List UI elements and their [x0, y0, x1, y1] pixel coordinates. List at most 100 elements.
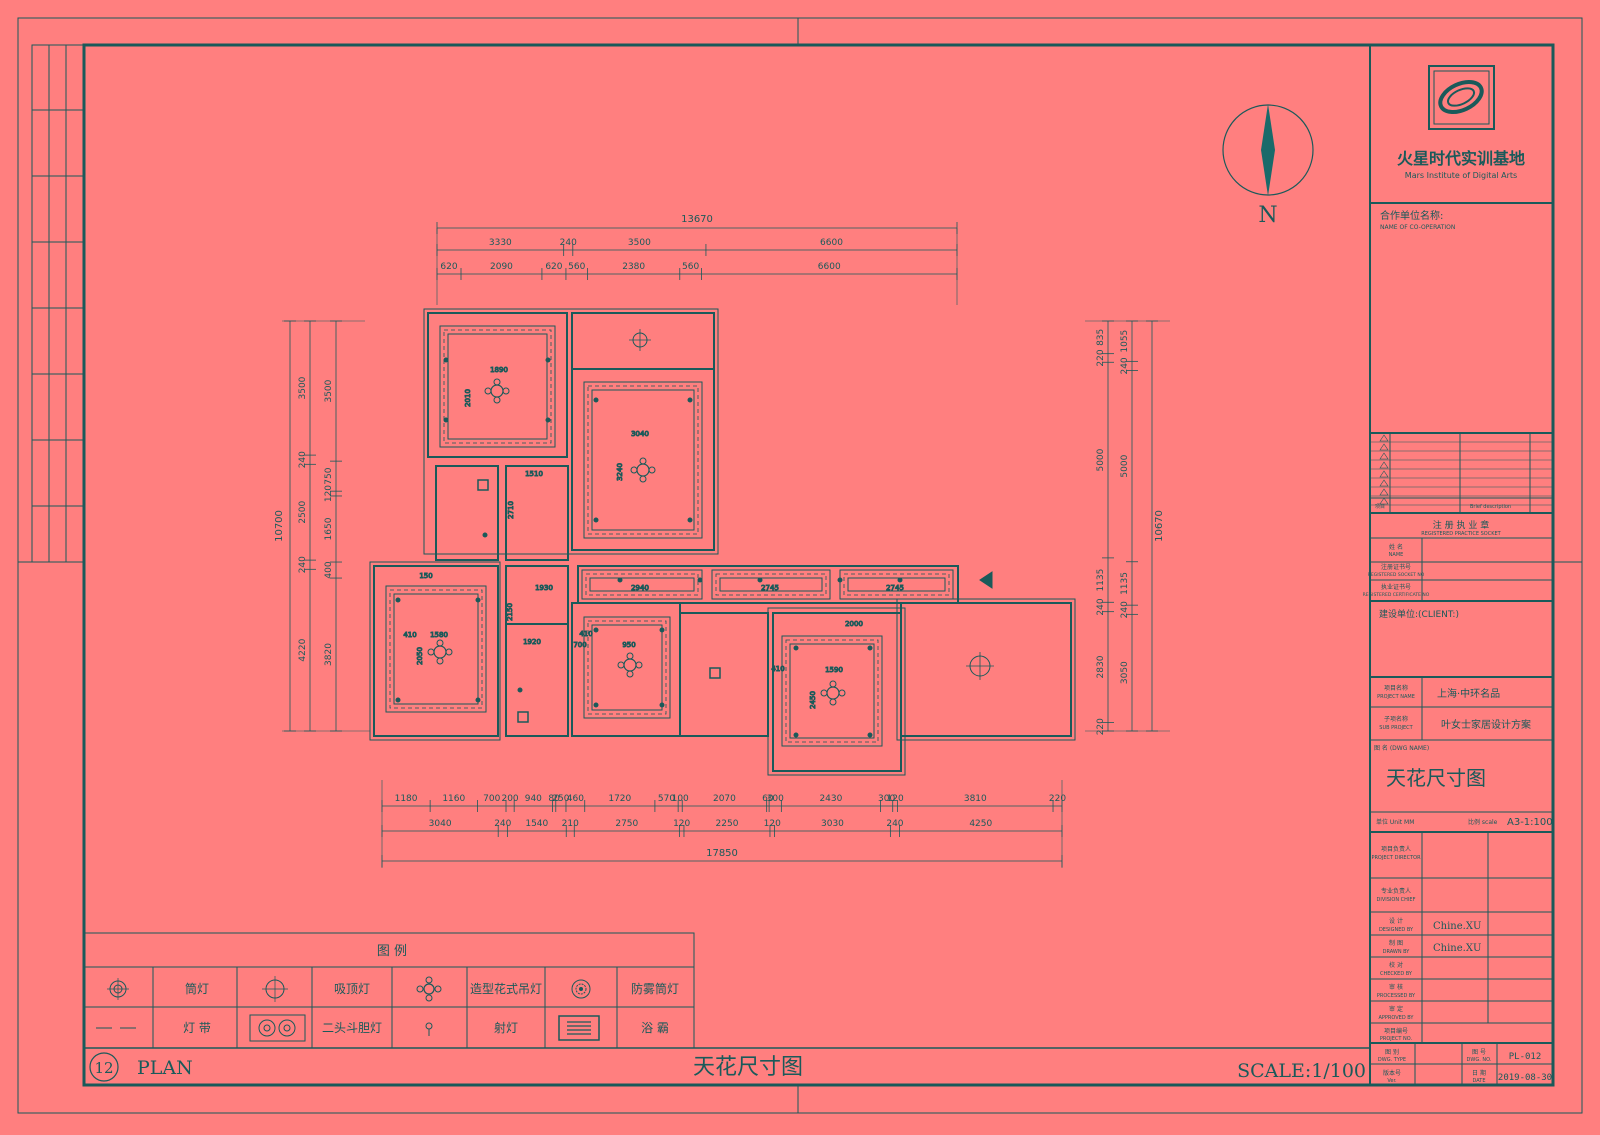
stamp-title-en: REGISTERED PRACTICE SOCKET: [1421, 531, 1501, 537]
rev-col-2: Brief description: [1470, 504, 1511, 510]
dimension-label: 300: [878, 794, 895, 804]
revision-triangle: [1379, 488, 1389, 496]
ceiling-coffer-inner: [591, 624, 663, 711]
spotlight-icon: [793, 645, 799, 651]
room-dimension: 2745: [761, 584, 779, 592]
spotlight-icon: [517, 687, 523, 693]
room-outline: [505, 465, 569, 561]
room-dimension: 2450: [809, 691, 817, 709]
room-dimension: 410: [403, 631, 416, 639]
dimension-label: 2430: [819, 794, 842, 804]
drawing-name-label: 图 名 (DWG NAME): [1374, 744, 1429, 752]
overall-dimension: 17850: [706, 848, 738, 859]
rev-col-1: 项目: [1375, 504, 1385, 510]
approved-label: 审 定: [1389, 1005, 1403, 1013]
legend-label: 灯 带: [183, 1021, 211, 1035]
room-dimension: 1930: [535, 584, 553, 592]
spotlight-icon: [659, 702, 665, 708]
room-outline: [571, 368, 715, 551]
chandelier-icon: [427, 639, 453, 665]
outer-wall: [423, 308, 719, 555]
bath-heater-icon: [709, 667, 721, 679]
dimension-label: 210: [562, 819, 579, 829]
legend-title: 图 例: [377, 944, 407, 959]
dimension-label: 240: [1120, 601, 1130, 618]
chandelier-icon: [820, 680, 846, 706]
room-outline: [373, 565, 499, 737]
dimension-label: 1135: [1120, 572, 1130, 595]
legend-label: 浴 霸: [641, 1021, 669, 1035]
room-outline: [505, 623, 569, 737]
trim-frame: [17, 17, 1583, 1114]
room-dimension: 1890: [490, 366, 508, 374]
project-value: 上海·中环名品: [1437, 687, 1500, 700]
bath-heater-icon: [558, 1015, 600, 1041]
ceiling-lamp-icon: [262, 976, 288, 1002]
unit-label: 单位 Unit MM: [1376, 818, 1414, 826]
light-strip: [785, 639, 879, 743]
bath-heater-icon: [477, 479, 489, 491]
dwg-type-label-en: DWG. TYPE: [1378, 1057, 1406, 1063]
revision-triangle: [1379, 470, 1389, 478]
drawn-label-en: DRAWN BY: [1383, 949, 1411, 955]
drawn-value: Chine.XU: [1433, 943, 1481, 954]
dimension-label: 60: [762, 794, 774, 804]
spotlight-icon: [593, 397, 599, 403]
room-outline: [900, 602, 1072, 737]
project-no-label: 项目编号: [1384, 1027, 1408, 1035]
dimension-label: 120: [887, 794, 904, 804]
project-director: 项目负责人: [1381, 845, 1411, 853]
dimension-label: 940: [525, 794, 542, 804]
dimension-label: 120: [764, 819, 781, 829]
spotlight-icon: [867, 645, 873, 651]
dimension-label: 1540: [525, 819, 548, 829]
dimension-label: 5000: [1120, 454, 1130, 477]
dwg-no-label-en: DWG. NO.: [1467, 1057, 1492, 1063]
date-label: 日 期: [1472, 1069, 1486, 1077]
spotlight-icon: [617, 577, 623, 583]
legend-label: 吸顶灯: [334, 982, 370, 996]
dimension-label: 700: [483, 794, 500, 804]
light-strip: [443, 329, 552, 444]
company-name-en: Mars Institute of Digital Arts: [1405, 171, 1517, 180]
checked-label-en: CHECKED BY: [1380, 971, 1413, 977]
ceiling-coffer-inner: [591, 389, 695, 531]
dimension-label: 240: [886, 819, 903, 829]
room-dimension: 1590: [825, 666, 843, 674]
main-border: [82, 43, 1555, 1087]
chandelier-icon: [484, 378, 510, 404]
drawn-label: 制 图: [1389, 939, 1403, 947]
legend-label: 射灯: [494, 1020, 518, 1035]
room-dimension: 2745: [886, 584, 904, 592]
footer-number: 12: [94, 1059, 113, 1077]
reg-label: 注册证书号: [1381, 563, 1411, 571]
spotlight-icon: [687, 397, 693, 403]
room-dimension: 410: [579, 630, 592, 638]
footer-plan: PLAN: [137, 1057, 193, 1079]
processed-label: 审 核: [1389, 983, 1403, 991]
dimension-label: 80: [548, 794, 560, 804]
dimension-label: 620: [545, 262, 562, 272]
light-strip: [389, 589, 483, 709]
room-dimension: 2000: [845, 620, 863, 628]
dimension-label: 560: [682, 262, 699, 272]
date-label-en: DATE: [1472, 1078, 1485, 1084]
dimension-label: 2500: [298, 500, 308, 523]
footer-scale: SCALE:1/100: [1237, 1060, 1366, 1082]
ceiling-coffer: [711, 569, 831, 600]
room-outline: [435, 465, 499, 561]
project-no-label-en: PROJECT NO.: [1380, 1036, 1413, 1042]
dimension-label: 750: [324, 467, 334, 484]
spotlight-icon: [897, 577, 903, 583]
spotlight-icon: [482, 532, 488, 538]
dimension-label: 240: [1096, 598, 1106, 615]
light-strip: [843, 573, 950, 596]
spotlight-icon: [545, 417, 551, 423]
chandelier-icon: [416, 976, 442, 1002]
outer-wall: [767, 607, 906, 776]
dimension-label: 240: [1120, 357, 1130, 374]
spotlight-icon: [697, 577, 703, 583]
spotlight-icon: [659, 627, 665, 633]
dwg-type-label: 图 别: [1385, 1048, 1399, 1056]
